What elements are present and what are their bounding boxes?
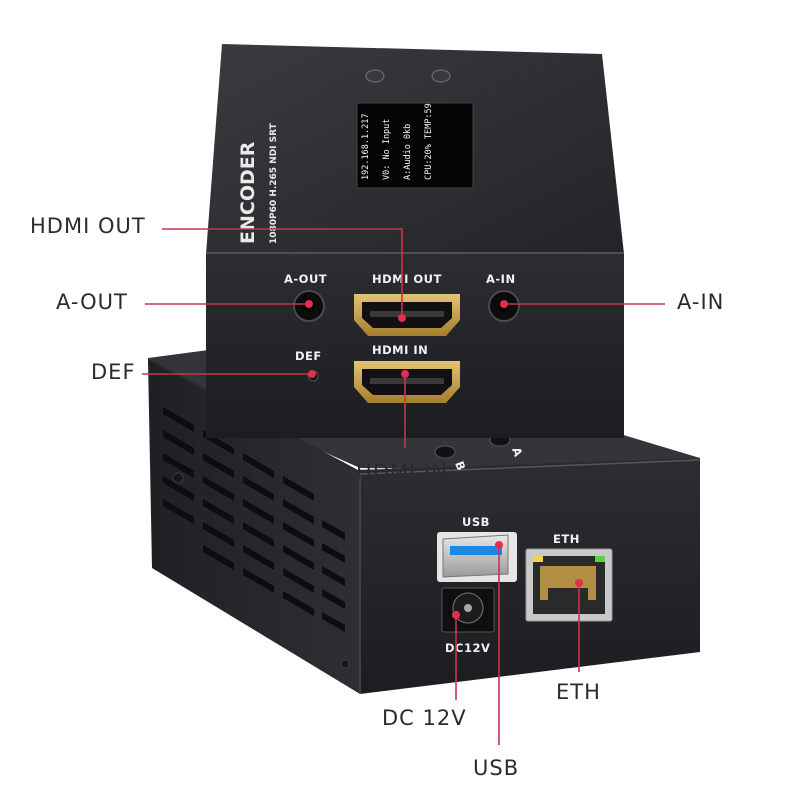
callout-lines xyxy=(142,228,665,745)
callout-line-hdmi-out xyxy=(162,228,403,318)
side-vents xyxy=(163,407,345,632)
dc-port-label: DC12V xyxy=(445,641,490,655)
display-line-audio: A:Audio 0kb xyxy=(403,124,413,180)
def-button-label: DEF xyxy=(295,349,322,363)
upper-unit-front-panel xyxy=(206,252,624,438)
screw-icon xyxy=(340,659,350,669)
display-line-video: V0: No Input xyxy=(382,119,392,180)
display-line-ip: 192.168.1.217 xyxy=(361,113,371,180)
screw-icon xyxy=(172,472,184,484)
a-in-port-label: A-IN xyxy=(486,272,516,286)
eth-led-icon xyxy=(533,556,543,562)
callout-label-hdmi-out: HDMI OUT xyxy=(30,214,146,238)
select-button[interactable] xyxy=(431,69,451,83)
callout-dot xyxy=(500,300,508,308)
button-b-label: B xyxy=(452,459,468,472)
callout-label-eth: ETH xyxy=(556,680,601,704)
usb-port-label: USB xyxy=(462,515,490,529)
usb-port[interactable] xyxy=(442,534,509,578)
callout-dot xyxy=(495,541,503,549)
callout-dot xyxy=(308,370,316,378)
menu-button[interactable] xyxy=(365,69,385,83)
model-text: 1080P60 H.265 NDI SRT xyxy=(269,122,279,244)
upper-unit: 192.168.1.217 V0: No Input A:Audio 0kb C… xyxy=(206,44,624,438)
callout-label-def: DEF xyxy=(91,360,136,384)
callout-dot xyxy=(452,611,460,619)
button-a-label: A xyxy=(509,445,525,459)
brand-text: ENCODER xyxy=(237,141,259,244)
callout-dot xyxy=(401,370,409,378)
callout-dots xyxy=(305,300,583,619)
callout-label-usb: USB xyxy=(473,756,520,780)
eth-port-label: ETH xyxy=(553,532,580,546)
hdmi-out-port-label: HDMI OUT xyxy=(372,272,442,286)
usb-tongue xyxy=(450,546,502,555)
eth-led-icon xyxy=(595,556,605,562)
callout-label-dc: DC 12V xyxy=(382,706,467,730)
callout-label-hdmi-in: HDMI IN xyxy=(356,460,448,484)
a-out-port-label: A-OUT xyxy=(284,272,327,286)
oled-display xyxy=(356,102,474,189)
callout-label-a-in: A-IN xyxy=(677,290,725,314)
display-line-status: CPU:20% TEMP:59 xyxy=(424,103,434,180)
callout-dot xyxy=(575,579,583,587)
hdmi-in-port-label: HDMI IN xyxy=(372,343,428,357)
callout-label-a-out: A-OUT xyxy=(56,290,128,314)
button-b[interactable] xyxy=(434,445,456,459)
callout-dot xyxy=(305,300,313,308)
callout-dot xyxy=(398,314,406,322)
